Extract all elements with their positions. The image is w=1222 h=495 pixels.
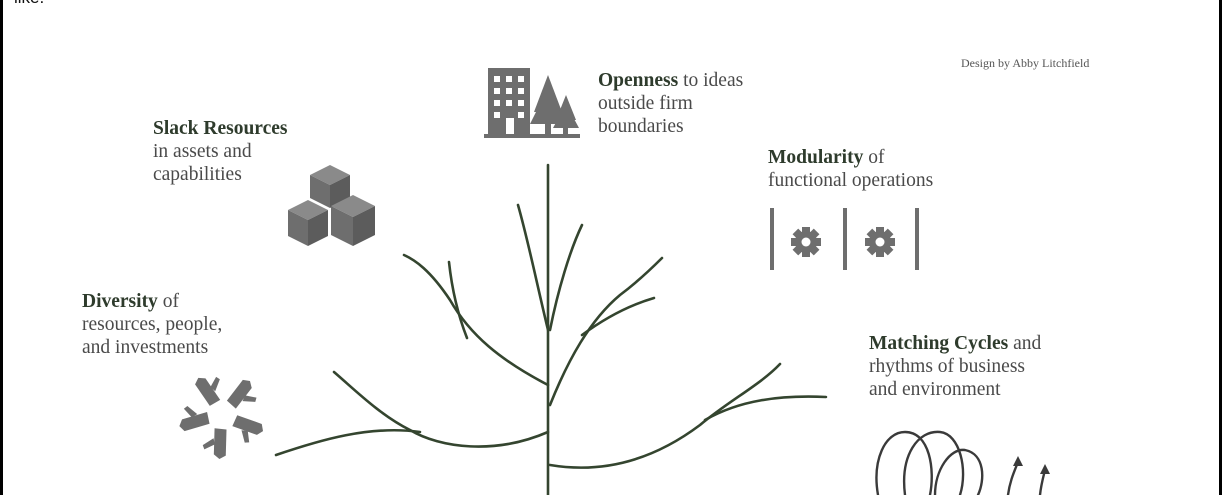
label-slack-line1: in assets and (153, 141, 252, 162)
label-openness-suffix: to ideas (678, 70, 744, 91)
label-cycles-suffix: and (1008, 333, 1042, 354)
branch-lower-left (332, 370, 550, 448)
cycle-loops-icon (875, 430, 1050, 495)
design-credit: Design by Abby Litchfield (961, 56, 1090, 70)
label-diversity-line3: and investments (82, 337, 209, 358)
branch-lower-left-twig (274, 428, 422, 457)
label-openness-title: Openness (598, 70, 679, 91)
label-cycles-line2: rhythms of business (869, 356, 1025, 377)
label-modularity-suffix: of (863, 147, 885, 168)
gear-icon (865, 227, 895, 257)
gear-icon (791, 227, 821, 257)
label-diversity-title: Diversity (82, 291, 158, 312)
label-openness-line2: outside firm (598, 93, 693, 114)
label-modularity-line2: functional operations (768, 170, 934, 191)
label-modularity: Modularity of functional operations (768, 146, 933, 192)
branch-right-upper (548, 256, 664, 407)
label-cycles-line3: and environment (869, 379, 1001, 400)
label-matching-cycles: Matching Cycles and rhythms of business … (869, 332, 1041, 401)
label-openness: Openness to ideas outside firm boundarie… (598, 69, 743, 138)
branch-lower-right-twig (703, 395, 828, 422)
stacked-boxes-icon (288, 165, 375, 246)
joined-hands-icon (179, 376, 264, 459)
gear-modules-icon (770, 208, 919, 270)
label-diversity-line2: resources, people, (82, 314, 223, 335)
label-diversity: Diversity of resources, people, and inve… (82, 290, 222, 359)
tree-branches (274, 163, 828, 495)
building-and-trees-icon (484, 68, 580, 138)
cropped-caption-fragment: like. (14, 0, 44, 8)
branch-center-left (516, 203, 550, 332)
label-diversity-suffix: of (157, 291, 179, 312)
branch-center-right (548, 223, 584, 332)
label-cycles-title: Matching Cycles (869, 333, 1009, 354)
label-slack-resources: Slack Resources in assets and capabiliti… (153, 117, 288, 186)
branch-upper-left (402, 253, 550, 387)
branch-upper-left-twig (447, 260, 469, 340)
label-slack-line2: capabilities (153, 164, 242, 185)
label-slack-title: Slack Resources (153, 118, 288, 139)
label-openness-line3: boundaries (598, 116, 684, 137)
label-modularity-title: Modularity (768, 147, 864, 168)
branch-right-upper-twig (580, 296, 656, 337)
branch-lower-right (548, 362, 782, 469)
